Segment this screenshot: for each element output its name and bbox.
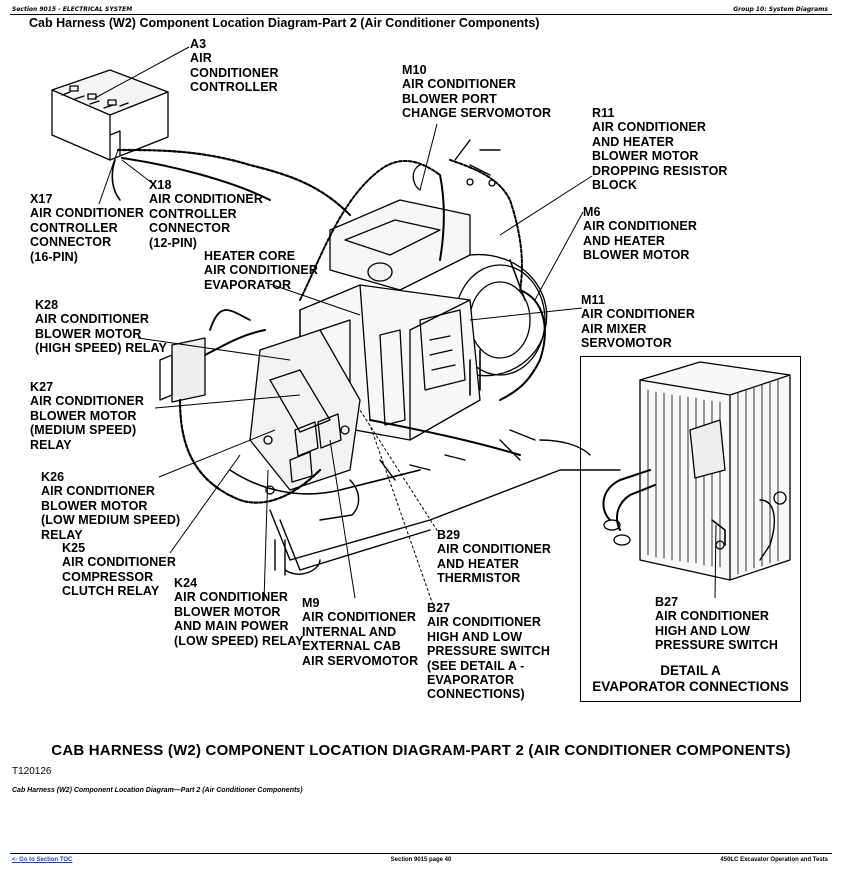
detail-a-box <box>580 356 801 702</box>
header-section: Section 9015 - ELECTRICAL SYSTEM <box>12 6 133 13</box>
controller-unit <box>51 69 169 161</box>
figure-id: T120126 <box>12 766 52 777</box>
evaporator-detail <box>602 361 791 581</box>
footer-manual: 450LC Excavator Operation and Tests <box>720 857 828 863</box>
header-group: Group 10: System Diagrams <box>733 6 828 13</box>
figure-caption: Cab Harness (W2) Component Location Diag… <box>12 787 303 794</box>
footer-rule <box>10 853 832 854</box>
page-title: Cab Harness (W2) Component Location Diag… <box>29 16 540 30</box>
diagram-caption: CAB HARNESS (W2) COMPONENT LOCATION DIAG… <box>51 742 791 759</box>
header-rule <box>10 14 832 15</box>
detail-a-subtitle: EVAPORATOR CONNECTIONS <box>592 679 789 694</box>
footer-page: Section 9015 page 40 <box>390 857 452 863</box>
toc-link[interactable]: <- Go to Section TOC <box>12 857 73 863</box>
detail-a-title: DETAIL A <box>660 663 721 678</box>
